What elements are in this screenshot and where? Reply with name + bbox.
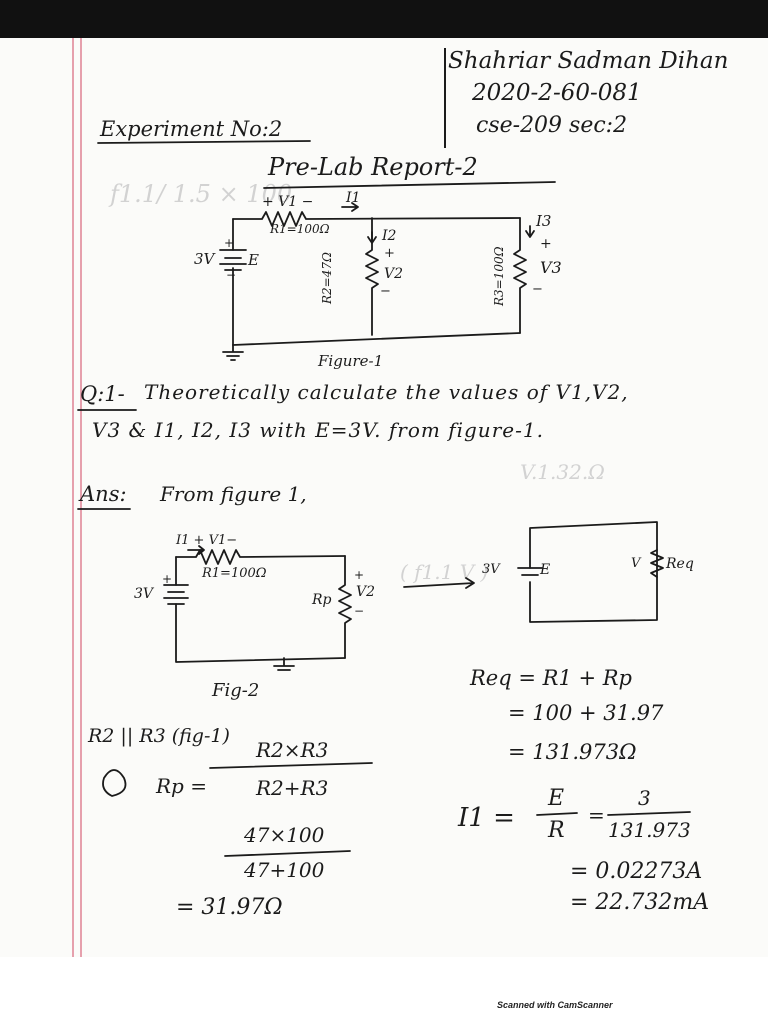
calc-rp-result: = 31.97Ω [176, 895, 283, 920]
experiment-underline [97, 140, 311, 144]
fig1-label-r3: R3=100Ω [492, 246, 506, 306]
figure1-caption: Figure-1 [318, 352, 384, 370]
calc-i1-lhs: I1 = [458, 803, 515, 833]
calc-req-line3: = 131.973Ω [508, 740, 637, 764]
calc-i1-frac2-den: 131.973 [608, 818, 691, 842]
calc-i1-frac1-num: E [548, 786, 565, 811]
question-label: Q:1- [80, 382, 125, 406]
fig1-label-r2: R2=47Ω [320, 252, 334, 304]
fig2-label-i1v1: I1 + V1− [176, 533, 238, 548]
experiment-title: Experiment No:2 [100, 117, 283, 141]
question-line-1: Theoretically calculate the values of V1… [144, 380, 629, 404]
scanner-watermark: Scanned with CamScanner [497, 1000, 613, 1010]
figure2-circuit [163, 521, 664, 671]
fig2-plus: + [354, 568, 365, 582]
calc-i1-val2: = 22.732mA [570, 890, 710, 915]
fig1-label-i3: I3 [536, 212, 552, 230]
calc-i1-eq: = [588, 803, 605, 827]
course-section: cse-209 sec:2 [476, 113, 628, 138]
rp-fraction-bar [209, 762, 373, 769]
fig2-label-rp: Rp [312, 592, 332, 608]
fig1-label-source: 3V [194, 250, 215, 268]
equiv-label-source: 3V [482, 562, 500, 577]
bleed-through: ( f1.1 V ) [400, 560, 489, 584]
calc-parallel: R2 || R3 (fig-1) [88, 725, 230, 747]
calc-i1-val1: = 0.02273A [570, 859, 703, 884]
fig1-label-v2: V2 [384, 266, 404, 282]
fig1-label-i2: I2 [382, 228, 397, 244]
report-title: Pre-Lab Report-2 [268, 153, 478, 181]
answer-label: Ans: [80, 482, 127, 506]
calc-rp-num2: 47×100 [244, 823, 325, 847]
calc-rp-den2: 47+100 [244, 858, 325, 882]
fig1-label-e: E [248, 251, 259, 269]
equiv-label-req: Req [666, 556, 694, 572]
bleed-through: f1.1/ 1.5 × 100 [110, 180, 293, 208]
fig1-minus-r2: − [380, 284, 391, 299]
calc-rp-lhs: Rp = [156, 774, 207, 798]
equiv-label-e: E [540, 562, 551, 578]
fig2-minus: − [354, 604, 365, 618]
answer-intro: From figure 1, [160, 482, 307, 506]
fig1-label-v1: + V1 − [262, 194, 314, 210]
scribble [102, 769, 127, 797]
student-id: 2020-2-60-081 [472, 80, 642, 106]
calc-i1-frac1-den: R [548, 818, 565, 843]
i1-fraction-bar [536, 812, 578, 816]
fig1-label-r1: R1=100Ω [270, 222, 330, 236]
fig1-label-i1: I1 [346, 190, 361, 206]
header-divider [444, 48, 446, 148]
figure1-circuit [219, 202, 535, 361]
margin-line-right [80, 38, 82, 957]
fig1-plus-r2: + [384, 246, 395, 261]
equiv-label-v: V [631, 556, 641, 571]
calc-rp-num: R2×R3 [256, 738, 329, 762]
calc-i1-frac2-num: 3 [638, 786, 651, 810]
student-name: Shahriar Sadman Dihan [448, 48, 729, 74]
title-underline [263, 181, 556, 189]
fig1-battery-plus: + [224, 236, 235, 250]
bleed-through: V.1.32.Ω [520, 460, 605, 484]
fig2-label-source: 3V [134, 586, 154, 602]
fig1-plus-r3: + [540, 236, 552, 252]
margin-line-left [72, 38, 74, 957]
question-line-2: V3 & I1, I2, I3 with E=3V. from figure-1… [92, 418, 544, 442]
fig2-label-v2: V2 [356, 584, 376, 600]
fig1-minus-r3: − [532, 282, 543, 297]
scan-top-border [0, 0, 768, 38]
fig2-label-r1: R1=100Ω [202, 566, 267, 581]
figure2-caption: Fig-2 [212, 680, 260, 701]
calc-rp-den: R2+R3 [256, 776, 329, 800]
scan-bottom-area [0, 957, 768, 1024]
calc-req-line2: = 100 + 31.97 [508, 701, 664, 725]
fig1-label-v3: V3 [540, 258, 562, 277]
rp-fraction-bar-2 [224, 850, 351, 857]
i1-fraction-bar-2 [607, 811, 691, 816]
fig1-battery-minus: − [226, 268, 237, 282]
fig2-battery-plus: + [162, 572, 173, 586]
calc-req-line1: Req = R1 + Rp [470, 666, 633, 690]
